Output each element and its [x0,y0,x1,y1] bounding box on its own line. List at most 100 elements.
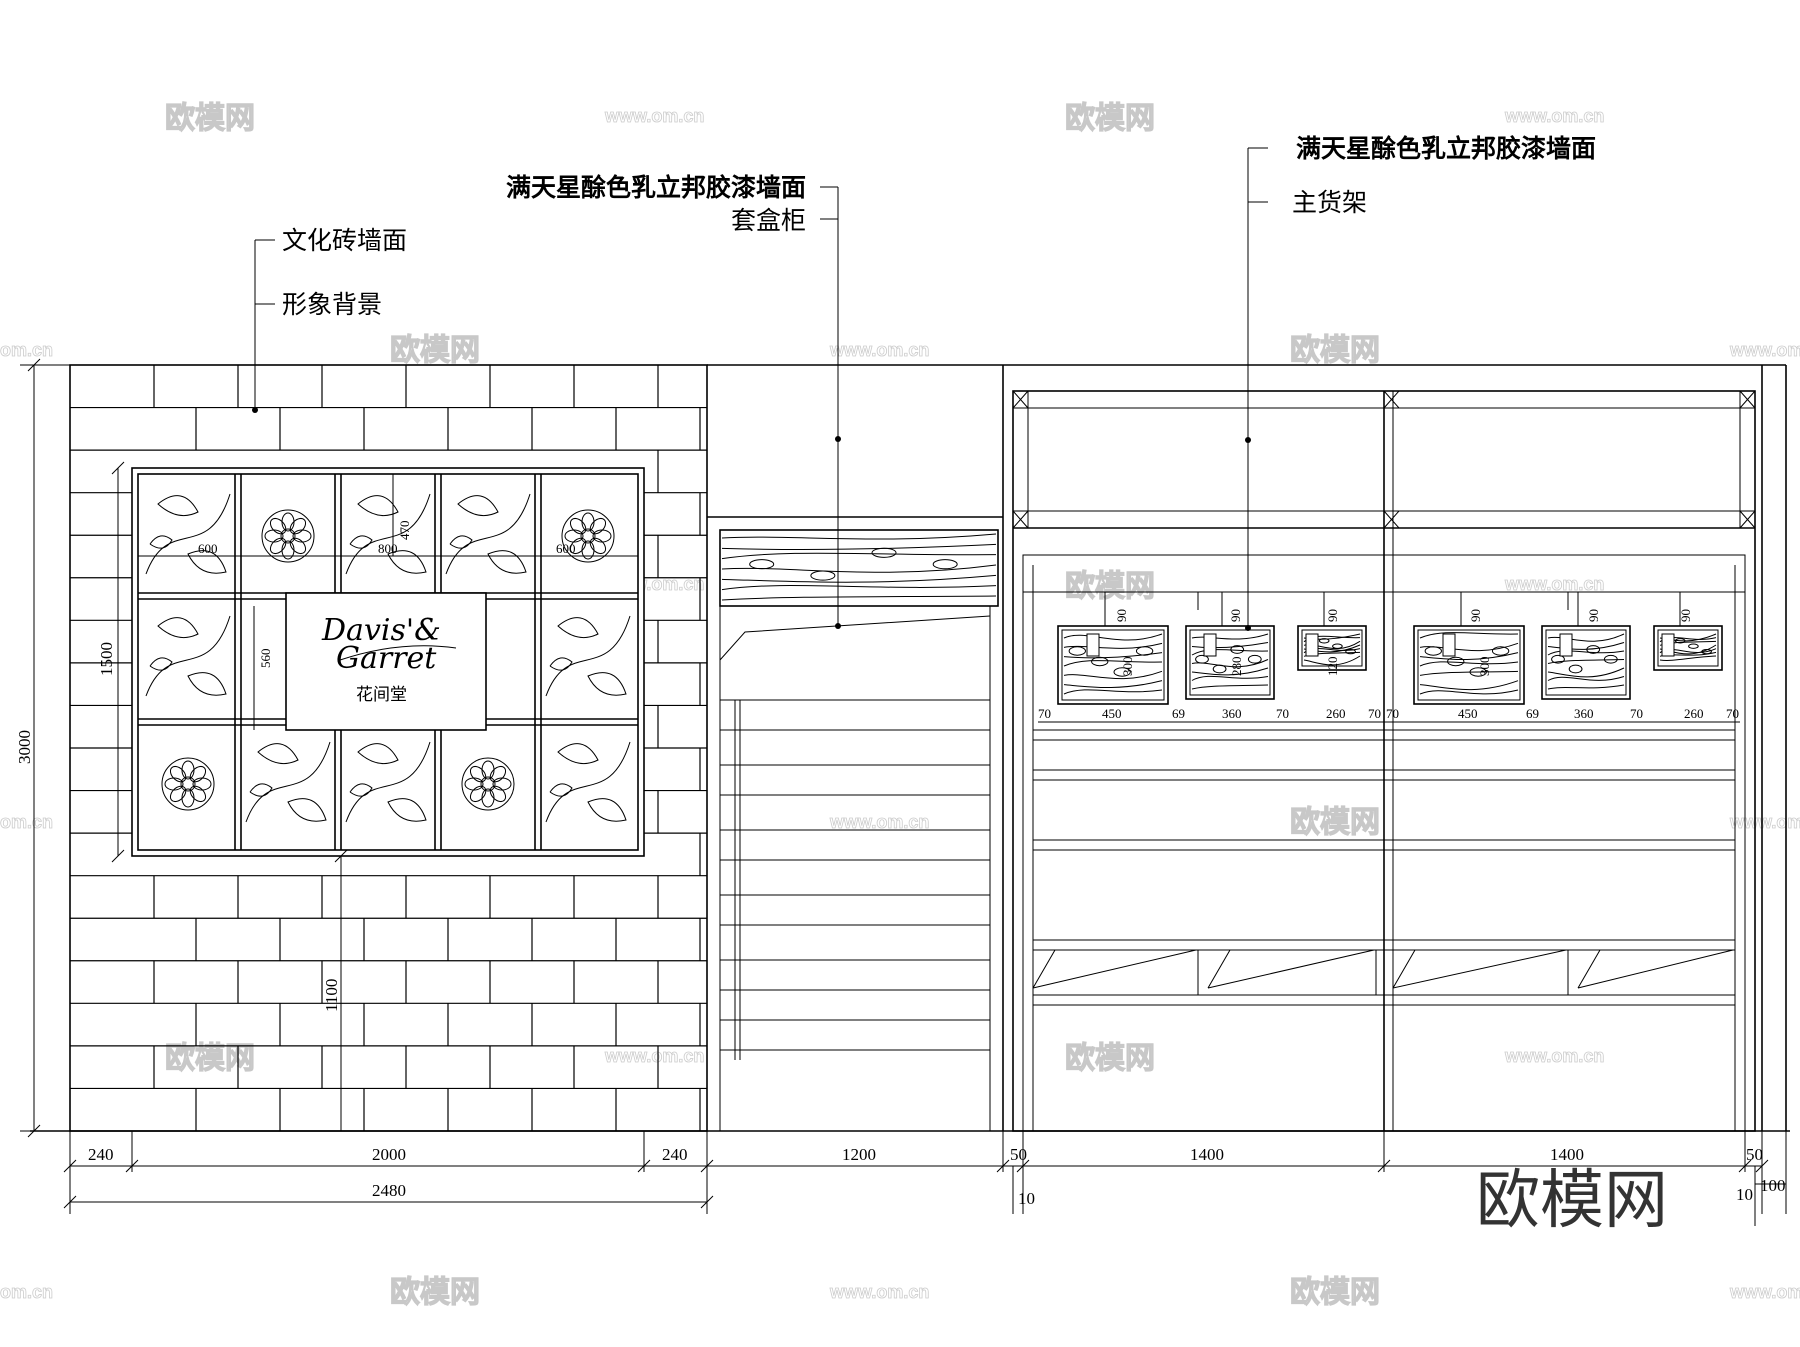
vine-stroke [345,493,431,575]
wood-knot [871,547,897,558]
dim-bottom-10-right: 10 [1736,1185,1753,1204]
display-box [1057,625,1169,705]
leaf-shape [387,798,427,822]
shelf-width-dim: 360 [1574,706,1594,721]
display-box-inner [1301,629,1363,667]
display-box-inner [1417,629,1521,701]
dim-tick [1738,1159,1752,1173]
wood-grain-panel [719,529,999,607]
flower-petal [289,517,307,535]
wood-grain-line [1191,642,1269,649]
vine-stroke [245,741,331,823]
shelf-width-dim: 69 [1526,706,1539,721]
flower-center [580,528,596,544]
box-height-dim: 280 [1229,657,1244,677]
dim-470: 470 [397,521,412,541]
image-background-panel: Davis'& Garret 花间堂 [131,467,645,857]
watermark-text: 欧模网 [1065,1041,1155,1076]
hang-90-dim: 90 [1325,609,1340,622]
shelf-width-dim: 70 [1386,706,1399,721]
wood-knot [1345,648,1356,655]
leaf-shape [387,550,427,574]
wood-grain-line [1419,632,1519,639]
dim-tick [996,1159,1010,1173]
display-box-inner [1061,629,1165,701]
slant-tray [1207,949,1375,989]
watermark-url: www.om.cn [1729,1282,1800,1302]
wood-grain-line [721,595,997,601]
display-box-inner [1657,629,1719,667]
dim-tick [637,1159,651,1173]
flower-center [180,776,196,792]
shelf-width-dim: 69 [1172,706,1185,721]
vine-stroke [545,615,631,697]
wood-knot [1212,664,1227,674]
leaf-shape [557,743,599,765]
cabinet-shelves [720,699,990,1060]
leaf-shape [257,743,299,765]
box-height-dim: 120 [1325,657,1340,677]
wood-grain-line [1419,680,1519,691]
bracket-cross [1383,510,1400,529]
wood-grain-line [1303,655,1361,666]
wood-grain-line [1419,670,1519,676]
watermark-url: www.om.cn [604,1046,704,1066]
wood-grain-pattern [721,533,997,601]
curl-stroke [249,783,273,797]
dim-bottom-240-right: 240 [662,1145,688,1164]
wood-knot [1135,646,1154,656]
flower-ring [261,509,315,563]
bulb-fixture [1442,633,1456,657]
watermark-text: 欧模网 [1290,1275,1380,1310]
hang-90-dim: 90 [1678,609,1693,622]
label-paint-wall-right: 满天星酴色乳立邦胶漆墙面 [1296,134,1596,163]
wood-grain-line [1547,650,1625,656]
wood-grain-line [1419,652,1519,661]
flower-center [280,528,296,544]
dim-600-right: 600 [556,541,576,556]
vine-stroke [445,493,531,575]
dim-bottom-50-right: 50 [1746,1145,1763,1164]
vine-stroke [545,741,631,823]
leaf-shape [457,495,499,517]
dim-bottom-2000: 2000 [372,1145,406,1164]
wood-grain-line [1547,684,1625,690]
dim-bottom-1400-left: 1400 [1190,1145,1224,1164]
curl-stroke [549,657,573,671]
dim-bottom-10-left: 10 [1018,1189,1035,1208]
shelf-width-dim: 450 [1102,706,1122,721]
logo-swash [339,645,457,661]
hang-90-dim: 90 [1114,609,1129,622]
box-height-dim: 300 [1477,657,1492,677]
wood-grain-line [1063,660,1163,667]
slant-tray [1032,949,1056,989]
wood-knot [1447,656,1465,667]
leaf-shape [557,617,599,639]
leaf-shape [157,495,199,517]
slant-tray [1577,949,1601,989]
wood-grain-line [1191,649,1269,656]
display-box [1653,625,1723,671]
watermark-url: www.om.cn [829,812,929,832]
dim-560: 560 [258,649,273,669]
wood-knot [1469,667,1487,677]
wood-knot [1491,646,1510,656]
wood-knot [1091,656,1109,667]
bracket-cross [1739,390,1756,409]
flower-petal [489,765,507,783]
vine-stroke [145,615,231,697]
wood-grain-line [1547,676,1625,681]
logo-script-line1: Davis'& [321,613,441,648]
leaf-shape [357,743,399,765]
watermark-url: om.cn [0,1282,53,1302]
dim-right-100: 100 [1760,1176,1786,1195]
vine-stroke [145,493,231,575]
shelf-width-dim: 360 [1222,706,1242,721]
panel-dimensions: 600 800 600 470 560 [138,474,638,730]
wood-knot [1247,654,1262,664]
shelf-width-dim: 70 [1726,706,1739,721]
wood-knot [1586,645,1601,654]
leader-labels: 文化砖墙面 形象背景 满天星酴色乳立邦胶漆墙面 套盒柜 满天星酴色乳立邦胶漆墙面… [252,134,1596,631]
label-main-shelf: 主货架 [1292,188,1367,217]
